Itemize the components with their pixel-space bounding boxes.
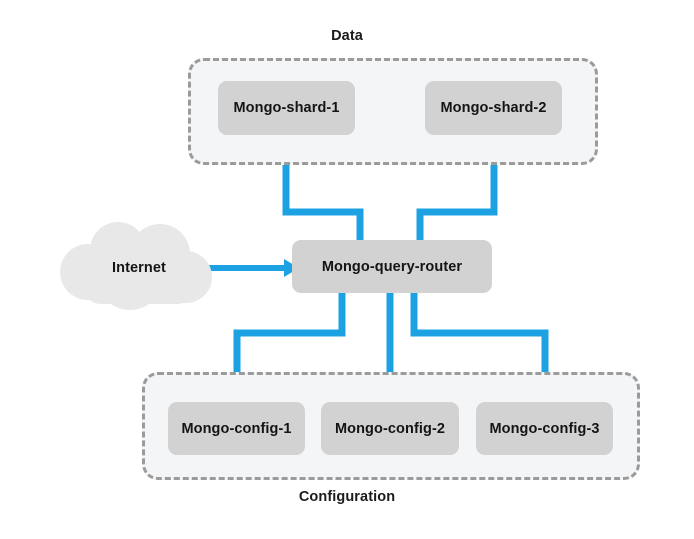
internet-cloud[interactable]: Internet — [58, 222, 220, 314]
node-mongo-shard-1[interactable]: Mongo-shard-1 — [218, 81, 355, 135]
cloud-icon — [60, 222, 212, 310]
configuration-group-label: Configuration — [298, 489, 396, 505]
node-mongo-config-2[interactable]: Mongo-config-2 — [321, 402, 459, 455]
node-mongo-query-router-label: Mongo-query-router — [321, 258, 463, 275]
node-mongo-shard-2[interactable]: Mongo-shard-2 — [425, 81, 562, 135]
edge-internet-router — [208, 259, 299, 277]
node-mongo-shard-2-label: Mongo-shard-2 — [440, 100, 547, 116]
internet-label: Internet — [112, 260, 166, 276]
node-mongo-config-1[interactable]: Mongo-config-1 — [168, 402, 305, 455]
node-mongo-config-1-label: Mongo-config-1 — [181, 420, 292, 437]
node-mongo-query-router[interactable]: Mongo-query-router — [292, 240, 492, 293]
node-mongo-config-3-label: Mongo-config-3 — [489, 420, 600, 437]
node-mongo-config-2-label: Mongo-config-2 — [334, 420, 446, 437]
data-group-label: Data — [331, 28, 363, 44]
node-mongo-shard-1-label: Mongo-shard-1 — [233, 100, 340, 116]
node-mongo-config-3[interactable]: Mongo-config-3 — [476, 402, 613, 455]
